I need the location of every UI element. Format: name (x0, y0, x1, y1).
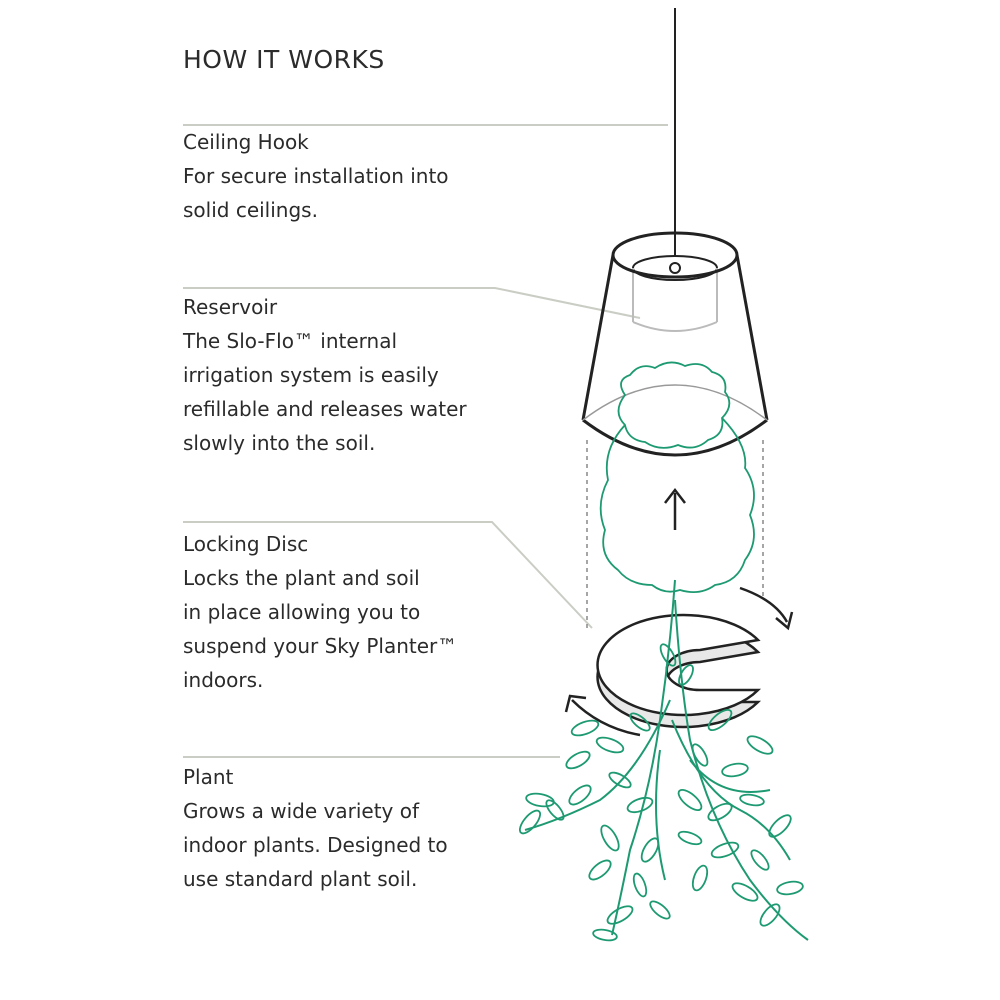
leader-line-locking-disc (183, 521, 593, 629)
callout-text-line: in place allowing you to (183, 600, 421, 624)
soil-clump (599, 361, 755, 594)
reservoir-cylinder (632, 255, 718, 332)
callout-title: Ceiling Hook (183, 130, 309, 154)
callout-text-line: slowly into the soil. (183, 431, 376, 455)
leader-line-reservoir (183, 287, 641, 319)
rotate-arrow-icon (739, 586, 794, 631)
callout-text-line: For secure installation into (183, 164, 449, 188)
page-title: HOW IT WORKS (183, 44, 385, 74)
callout-ceiling-hook: Ceiling Hook For secure installation int… (183, 125, 543, 227)
callout-text-line: Locks the plant and soil (183, 566, 420, 590)
callout-title: Plant (183, 765, 234, 789)
leader-lines (183, 124, 668, 758)
callout-text-line: The Slo-Flo™ internal (183, 329, 398, 353)
plant-leaves (518, 643, 804, 942)
callout-text-line: suspend your Sky Planter™ (183, 634, 458, 658)
callout-text-line: indoor plants. Designed to (183, 833, 448, 857)
callout-text-line: solid ceilings. (183, 198, 318, 222)
rotate-arrow-icon (564, 694, 641, 737)
callout-plant: Plant Grows a wide variety of indoor pla… (183, 760, 543, 896)
plant-stems (524, 579, 809, 941)
up-arrow-icon (664, 487, 686, 530)
callout-text-line: use standard plant soil. (183, 867, 418, 891)
callout-text-line: indoors. (183, 668, 264, 692)
callout-title: Locking Disc (183, 532, 309, 556)
callout-reservoir: Reservoir The Slo-Flo™ internal irrigati… (183, 290, 543, 460)
guide-lines (586, 440, 764, 630)
callout-text-line: irrigation system is easily (183, 363, 439, 387)
callout-title: Reservoir (183, 295, 278, 319)
callout-text-line: refillable and releases water (183, 397, 467, 421)
hook-hole (669, 262, 681, 274)
callout-text-line: Grows a wide variety of (183, 799, 420, 823)
planter-pot (581, 231, 769, 457)
callout-locking-disc: Locking Disc Locks the plant and soil in… (183, 527, 543, 697)
